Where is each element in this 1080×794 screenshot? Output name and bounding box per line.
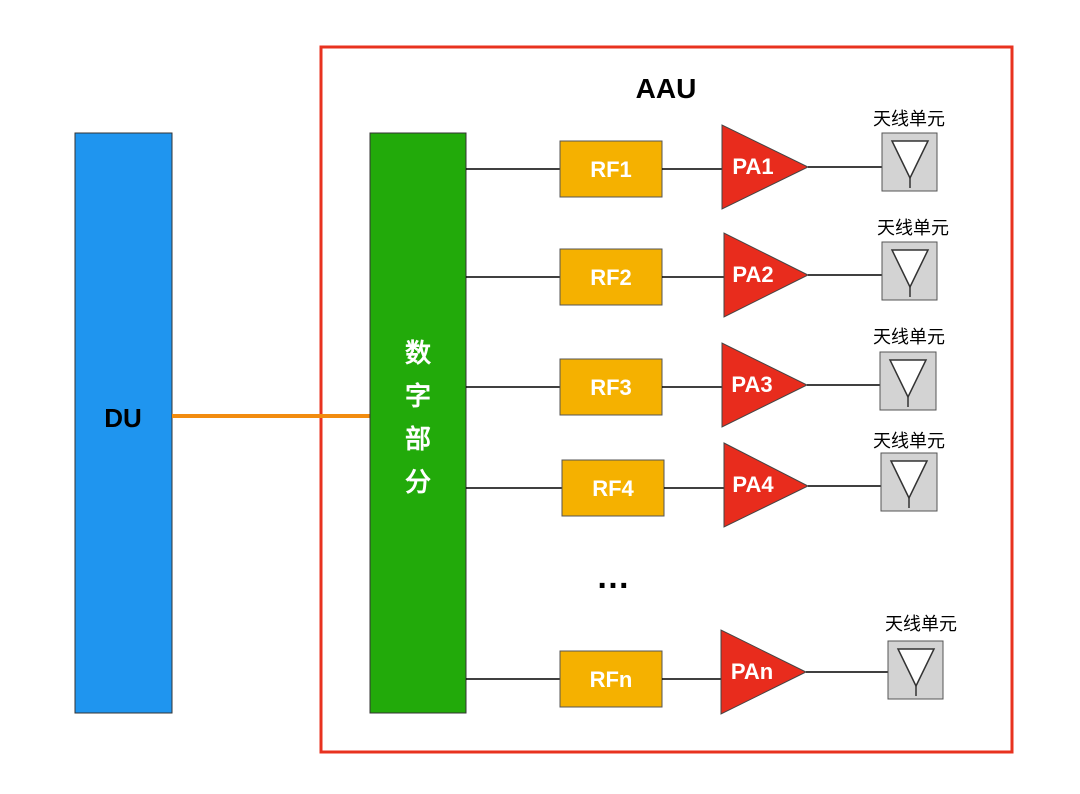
digital-part-block xyxy=(369,132,467,714)
rf-label: RF2 xyxy=(590,265,632,290)
digital-part-char: 分 xyxy=(405,467,431,497)
rf-chain-3: RF3 PA3 天线单元 xyxy=(466,327,945,428)
pa-amplifier xyxy=(723,442,810,528)
digital-part-label: 数 字 部 分 xyxy=(405,338,432,497)
rf-label: RF4 xyxy=(592,476,634,501)
antenna-icon xyxy=(889,460,929,500)
rf-block xyxy=(559,650,663,708)
rf-label: RFn xyxy=(590,667,633,692)
antenna-label: 天线单元 xyxy=(877,218,949,238)
rf-chain-4: RF4 PA4 天线单元 xyxy=(466,431,945,528)
digital-part-char: 部 xyxy=(405,424,431,454)
aau-title: AAU xyxy=(636,73,697,104)
rf-block xyxy=(559,358,663,416)
antenna-icon xyxy=(896,648,936,688)
rf-block xyxy=(561,459,665,517)
du-label: DU xyxy=(104,403,142,433)
digital-part-char: 数 xyxy=(405,338,432,368)
antenna-label: 天线单元 xyxy=(873,431,945,451)
antenna-icon xyxy=(890,140,930,180)
antenna-label: 天线单元 xyxy=(873,327,945,347)
rf-chain-n: RFn PAn 天线单元 xyxy=(466,614,957,715)
rf-label: RF1 xyxy=(590,157,632,182)
pa-label: PA4 xyxy=(732,472,774,497)
aau-frame xyxy=(319,45,1014,754)
rf-chain-1: RF1 PA1 天线单元 xyxy=(466,109,945,210)
pa-label: PAn xyxy=(731,659,773,684)
du-block xyxy=(74,132,173,714)
antenna-icon xyxy=(888,359,928,399)
pa-amplifier xyxy=(720,629,808,715)
pa-label: PA3 xyxy=(731,372,772,397)
pa-amplifier xyxy=(721,342,809,428)
rf-chain-2: RF2 PA2 天线单元 xyxy=(466,218,949,318)
antenna-label: 天线单元 xyxy=(873,109,945,129)
digital-part-char: 字 xyxy=(405,381,431,411)
pa-amplifier xyxy=(723,232,810,318)
rf-block xyxy=(559,248,663,306)
antenna-label: 天线单元 xyxy=(885,614,957,634)
more-chains-ellipsis: … xyxy=(596,558,630,596)
antenna-icon xyxy=(890,249,930,289)
pa-label: PA2 xyxy=(732,262,773,287)
rf-label: RF3 xyxy=(590,375,632,400)
pa-amplifier xyxy=(721,124,810,210)
pa-label: PA1 xyxy=(732,154,773,179)
